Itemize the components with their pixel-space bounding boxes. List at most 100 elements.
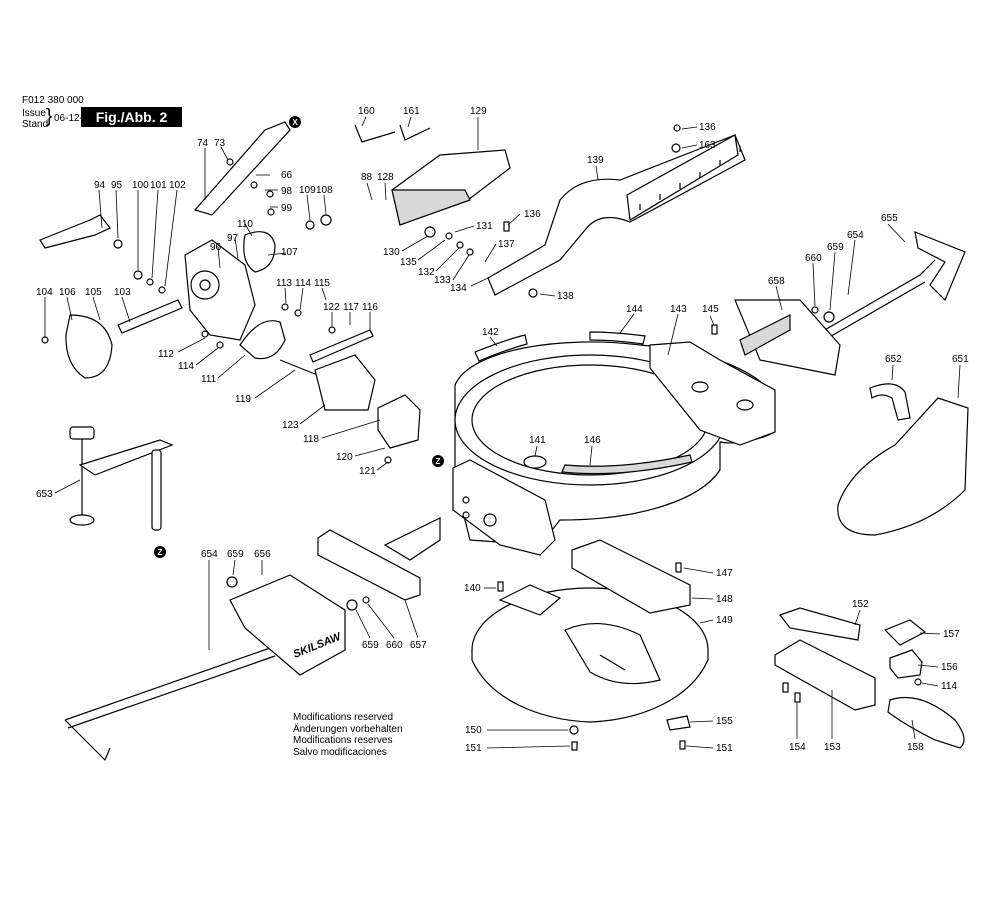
part-label: 654 (847, 230, 864, 241)
part-label: 147 (716, 568, 733, 579)
part-label: 119 (235, 394, 251, 405)
detent-switch (377, 394, 421, 449)
part-label: 653 (36, 489, 53, 500)
part-label: 117 (343, 302, 359, 313)
part-label: 136 (699, 122, 716, 133)
callout-z (154, 546, 166, 558)
hex-key (399, 124, 431, 141)
part-label: 114 (941, 681, 957, 692)
table-insert (571, 539, 691, 614)
part-label: 101 (150, 180, 167, 191)
modifications-note: Modifications reserved Änderungen vorbeh… (293, 712, 403, 758)
part-label: 145 (702, 304, 719, 315)
part-label: 659 (362, 640, 379, 651)
part-number-labels: 74 73 66 98 99 94 95 100 101 102 109 108… (36, 106, 969, 754)
washer (466, 248, 474, 256)
part-label: 97 (227, 233, 239, 244)
part-label: 139 (587, 155, 604, 166)
bolt (823, 311, 835, 323)
scale-strip (474, 334, 528, 362)
part-label: 151 (465, 743, 482, 754)
callout-x-label: X (292, 118, 298, 127)
hex-key (354, 124, 396, 143)
screw (782, 682, 789, 693)
part-label: 657 (410, 640, 427, 651)
washer (362, 596, 370, 604)
callout-z (432, 455, 444, 467)
screw (571, 741, 578, 751)
part-label: 132 (418, 267, 435, 278)
part-label: 140 (464, 583, 481, 594)
part-label: 122 (323, 302, 340, 313)
part-label: 112 (158, 349, 174, 360)
part-label: 131 (476, 221, 493, 232)
part-label: 134 (450, 283, 467, 294)
part-label: 114 (178, 361, 194, 372)
leader-lines (44, 116, 961, 749)
part-label: 153 (824, 742, 841, 753)
washer (811, 306, 819, 314)
part-label: 135 (400, 257, 417, 268)
sub-fence-top (383, 517, 441, 561)
stand-label: Stand (22, 119, 49, 130)
part-label: 655 (881, 213, 898, 224)
screw-head (914, 678, 922, 686)
part-label: 156 (941, 662, 958, 673)
washer (267, 208, 275, 216)
modifications-line: Salvo modificaciones (293, 746, 387, 758)
part-label: 138 (557, 291, 574, 302)
sub-fence (317, 529, 421, 601)
part-label: 120 (336, 452, 353, 463)
modifications-line: Änderungen vorbehalten (293, 723, 403, 735)
part-label: 137 (498, 239, 515, 250)
part-label: 123 (282, 420, 299, 431)
bolt (424, 226, 436, 238)
part-label: 111 (201, 374, 217, 385)
washer (445, 232, 453, 240)
lock-lever (39, 214, 111, 249)
part-label: 161 (403, 106, 420, 117)
part-label: 136 (524, 209, 541, 220)
pivot-shaft (117, 299, 183, 334)
part-label: 660 (805, 253, 822, 264)
callout-z-label: Z (158, 548, 163, 557)
part-label: 133 (434, 275, 451, 286)
part-label: 115 (314, 278, 330, 289)
strip (309, 329, 374, 363)
washer (266, 190, 274, 198)
bevel-arm (193, 121, 291, 216)
part-label: 105 (85, 287, 102, 298)
washer (456, 241, 464, 249)
part-label: 121 (359, 466, 376, 477)
screw (711, 324, 718, 335)
block (889, 649, 923, 679)
callout-z-label: Z (436, 457, 441, 466)
issue-label: Issue (22, 108, 46, 119)
screw (675, 562, 682, 573)
screw-head (528, 288, 538, 298)
extension-arm-left (64, 574, 346, 762)
screw-head (250, 181, 258, 189)
guard-plate-side (391, 189, 471, 226)
part-label: 103 (114, 287, 131, 298)
screw-head (281, 303, 289, 311)
part-label: 659 (227, 549, 244, 560)
part-label: 152 (852, 599, 869, 610)
part-label: 150 (465, 725, 482, 736)
bolt (226, 576, 238, 588)
part-label: 74 (197, 138, 209, 149)
callout-x (289, 116, 301, 128)
scale-strip (589, 331, 646, 345)
bevel-bracket (184, 231, 276, 341)
cover (65, 314, 113, 379)
bolt (346, 599, 358, 611)
part-label: 158 (907, 742, 924, 753)
part-label: 94 (94, 180, 106, 191)
detent-bracket (314, 354, 376, 411)
hold-down-clamp (69, 426, 174, 531)
part-label: 660 (386, 640, 403, 651)
part-label: 110 (237, 219, 253, 230)
part-label: 148 (716, 594, 733, 605)
part-label: 116 (362, 302, 378, 313)
